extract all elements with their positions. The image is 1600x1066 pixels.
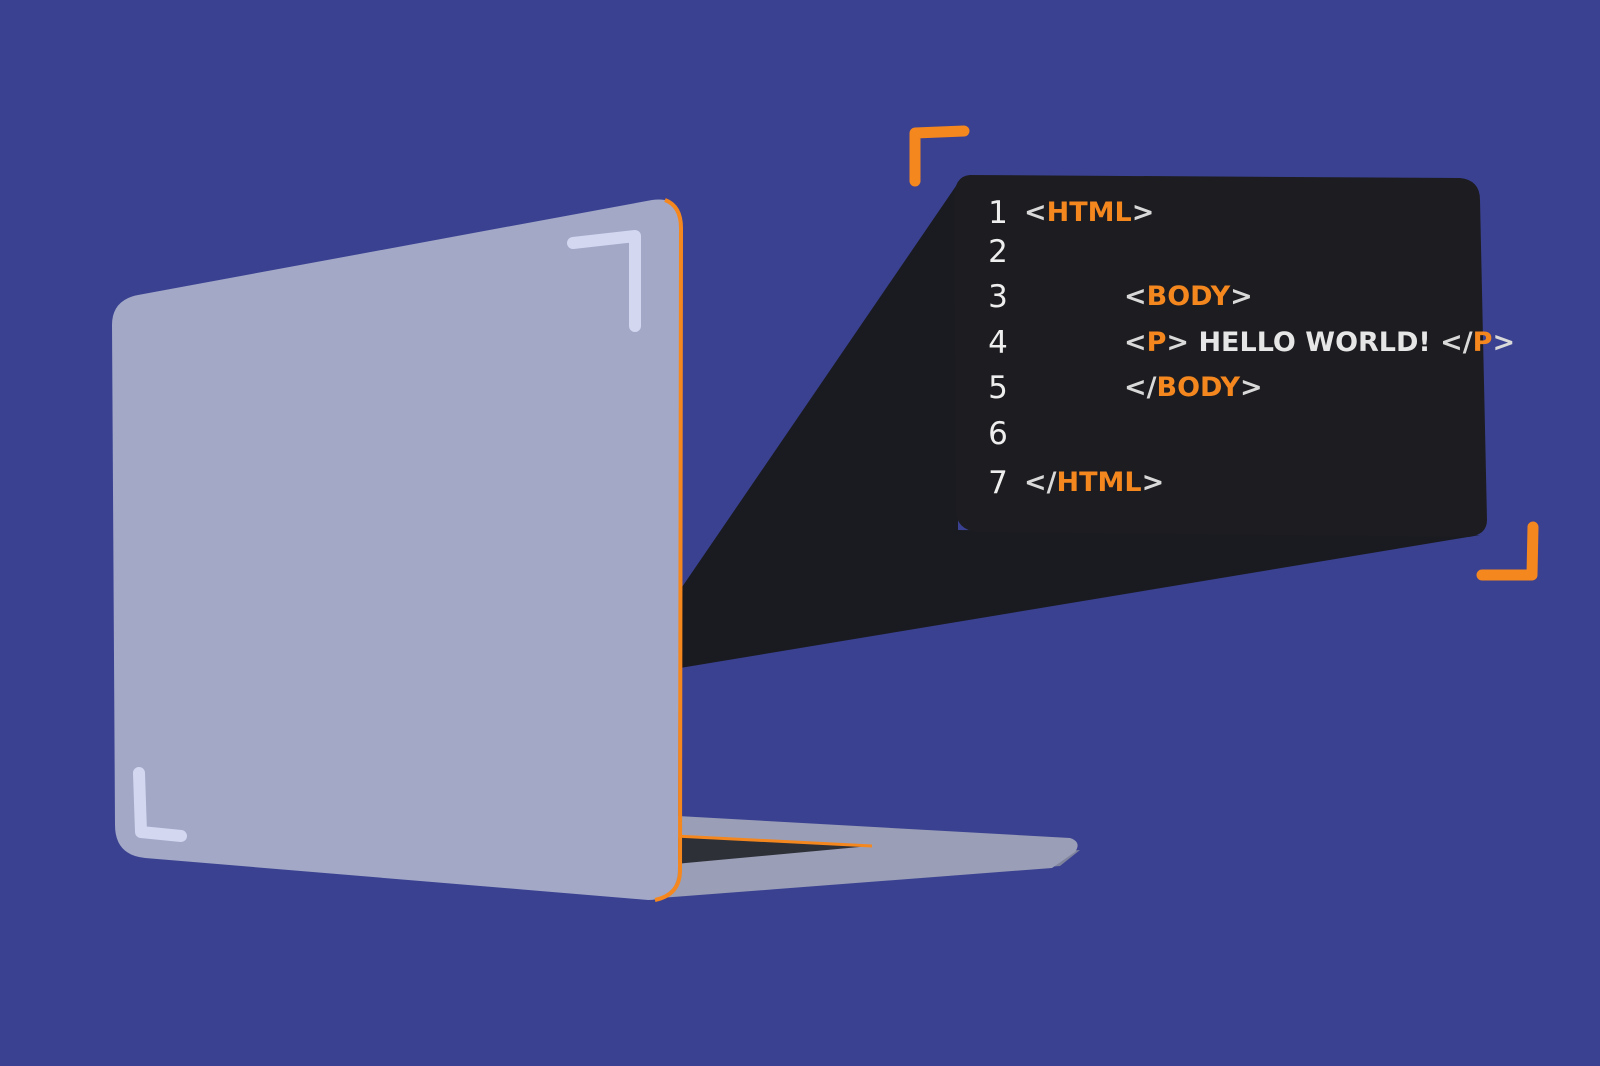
laptop-keyboard	[675, 836, 870, 864]
lid-corner-bottom-left-icon	[133, 767, 187, 842]
code-panel	[954, 175, 1487, 537]
laptop-keyboard-edge	[674, 834, 873, 848]
projection-beam	[680, 183, 1480, 668]
laptop-lid	[112, 199, 680, 900]
bracket-bottom-right-icon	[1476, 521, 1539, 581]
bracket-top-left-icon	[909, 125, 970, 187]
laptop-lid-edge	[654, 198, 684, 902]
laptop-base	[660, 815, 1078, 898]
lid-corner-top-right-icon	[567, 230, 641, 332]
